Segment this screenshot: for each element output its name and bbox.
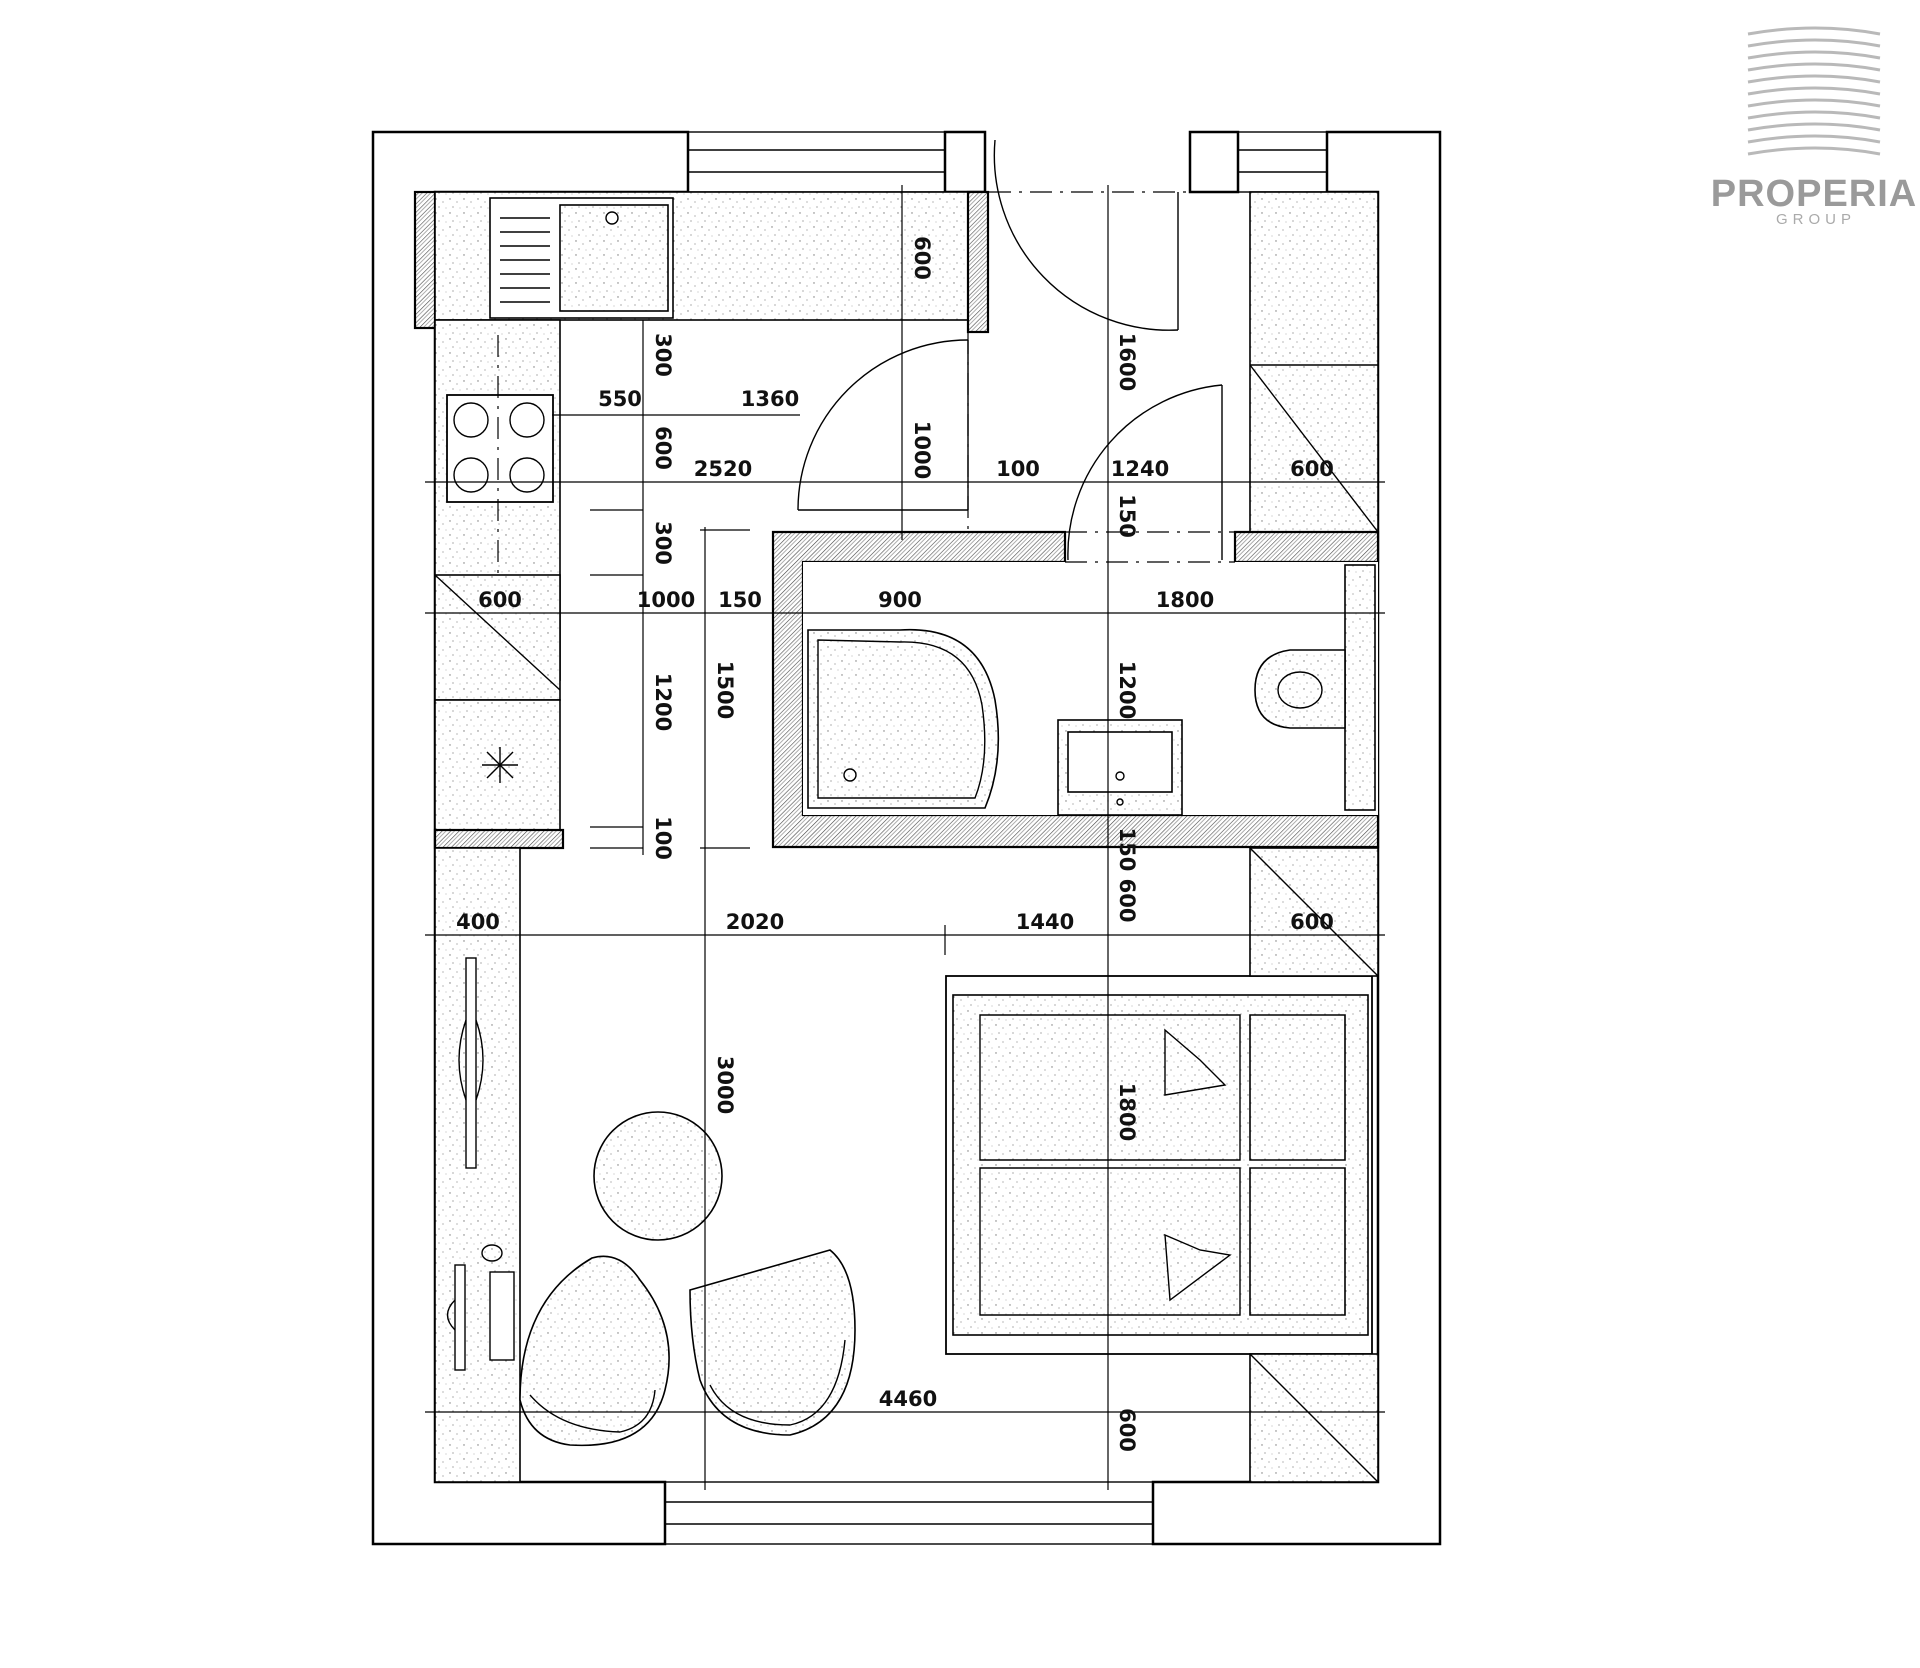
double-bed-icon — [945, 975, 1373, 1355]
tv-icon — [458, 957, 484, 1169]
dim-1600: 1600 — [1115, 333, 1139, 391]
stove-hob-icon — [446, 394, 554, 503]
bathroom-door-icon — [1067, 384, 1223, 561]
hallway — [797, 139, 1379, 561]
dim-150-row2: 150 — [718, 588, 762, 612]
round-table-icon — [593, 1111, 723, 1241]
dim-1000-row2: 1000 — [637, 588, 695, 612]
dim-2020: 2020 — [726, 910, 784, 934]
entrance-door-icon — [993, 139, 1179, 331]
shower-tray-icon — [807, 628, 1000, 809]
dim-550: 550 — [598, 387, 642, 411]
dim-100: 100 — [996, 457, 1040, 481]
kitchen-door-icon — [797, 339, 969, 511]
washbasin-icon — [1057, 719, 1183, 816]
properia-logo: PROPERIA GROUP — [1711, 26, 1917, 228]
sink-icon — [489, 197, 674, 319]
toilet-icon — [1254, 564, 1376, 811]
kitchen — [413, 190, 990, 850]
dim-150-600: 150 600 — [1115, 828, 1139, 923]
light-point-icon — [482, 747, 518, 783]
dim-1200-hall: 1200 — [651, 673, 675, 731]
dim-100-gap: 100 — [651, 816, 675, 860]
dim-600-mid: 600 — [651, 426, 675, 470]
dim-600-right-b: 600 — [1290, 910, 1334, 934]
dim-2520: 2520 — [694, 457, 752, 481]
dim-900: 900 — [878, 588, 922, 612]
logo-sub-text: GROUP — [1776, 211, 1856, 228]
dim-1360: 1360 — [741, 387, 799, 411]
dim-600-row2: 600 — [478, 588, 522, 612]
dim-300-a: 300 — [651, 333, 675, 377]
dim-1200-bath: 1200 — [1115, 661, 1139, 719]
dim-1240: 1240 — [1111, 457, 1169, 481]
dim-150-bath-top: 150 — [1115, 494, 1139, 538]
bathroom — [771, 530, 1380, 849]
logo-brand-text: PROPERIA — [1711, 173, 1917, 215]
dim-1500: 1500 — [713, 661, 737, 719]
armchair-left-icon — [519, 1255, 670, 1447]
dim-600-right-a: 600 — [1290, 457, 1334, 481]
desk-lamp-icon — [446, 1244, 515, 1371]
dim-kitchen-depth: 600 — [910, 236, 934, 280]
dim-400: 400 — [456, 910, 500, 934]
dim-1440: 1440 — [1016, 910, 1074, 934]
dim-300-b: 300 — [651, 521, 675, 565]
dim-600-bottom: 600 — [1115, 1408, 1139, 1452]
bottom-window — [664, 1481, 1154, 1545]
logo-mark-icon — [1747, 26, 1881, 156]
dim-1000-hall: 1000 — [910, 421, 934, 479]
dim-1800-row2: 1800 — [1156, 588, 1214, 612]
dim-4460: 4460 — [879, 1387, 937, 1411]
dim-3000: 3000 — [713, 1056, 737, 1114]
living-room — [434, 847, 1379, 1483]
dimension-labels: 600 300 550 1360 600 1000 1600 2520 100 … — [456, 236, 1334, 1452]
dimension-lines — [425, 185, 1385, 1490]
armchair-right-icon — [689, 1249, 856, 1436]
dim-1800-bed: 1800 — [1115, 1083, 1139, 1141]
